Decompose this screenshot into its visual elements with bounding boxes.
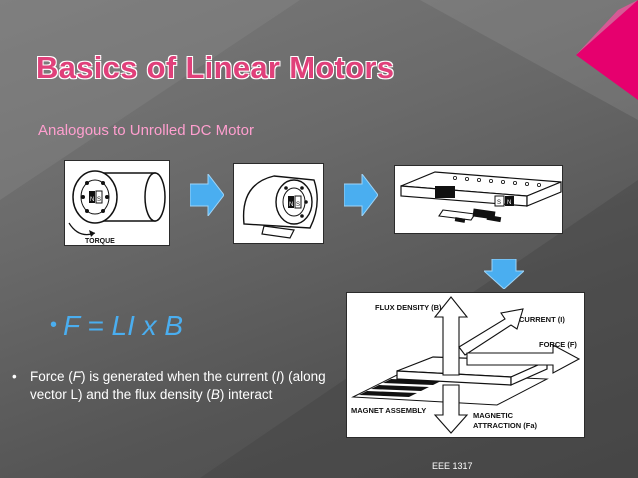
bullet-segment-italic: F [72, 369, 82, 384]
corner-accent [576, 0, 638, 100]
bullet-segment-italic: B [210, 387, 220, 402]
slide-title: Basics of Linear Motors [36, 50, 395, 85]
bullet-point: • Force (F) is generated when the curren… [12, 368, 332, 404]
pole-s-label: S [497, 200, 501, 206]
formula-equation: F = LI x B [63, 310, 184, 341]
slide-subtitle: Analogous to Unrolled DC Motor [38, 122, 254, 139]
bullet-segment: ) (along vector L) and the flux density … [30, 369, 326, 402]
formula-bullet: • [50, 314, 58, 336]
flux-density-label: FLUX DENSITY (B) [375, 303, 442, 312]
pole-n-label: N [507, 200, 511, 206]
pole-s-label: S [97, 197, 101, 203]
bullet-text: Force (F) is generated when the current … [30, 368, 332, 404]
arrow-right-icon [344, 174, 378, 216]
magnet-assembly-label: MAGNET ASSEMBLY [351, 406, 426, 415]
bullet-segment-italic: I [276, 369, 280, 384]
motor-image-linear: S N [394, 165, 563, 234]
slide-footer: EEE 1317 [432, 461, 473, 471]
arrow-down-icon [484, 259, 524, 289]
attraction-label: ATTRACTION (Fa) [473, 421, 538, 430]
bullet-segment: Force ( [30, 369, 73, 384]
torque-label: TORQUE [85, 238, 115, 245]
formula-text: •F = LI x B [50, 310, 183, 342]
force-label: FORCE (F) [539, 340, 577, 349]
pole-s-label: S [296, 202, 300, 208]
current-label: CURRENT (I) [519, 315, 565, 324]
motor-image-rotary: N S TORQUE [64, 160, 170, 246]
bullet-segment: ) interact [219, 387, 273, 402]
pole-n-label: N [90, 197, 94, 203]
bullet-mark: • [12, 369, 17, 384]
bullet-segment: ) is generated when the current ( [81, 369, 277, 384]
pole-n-label: N [289, 202, 293, 208]
force-diagram: FLUX DENSITY (B) CURRENT (I) FORCE (F) M… [346, 292, 585, 438]
arrow-right-icon [190, 174, 224, 216]
motor-image-unrolling: N S [233, 163, 324, 244]
magnetic-label: MAGNETIC [473, 411, 514, 420]
